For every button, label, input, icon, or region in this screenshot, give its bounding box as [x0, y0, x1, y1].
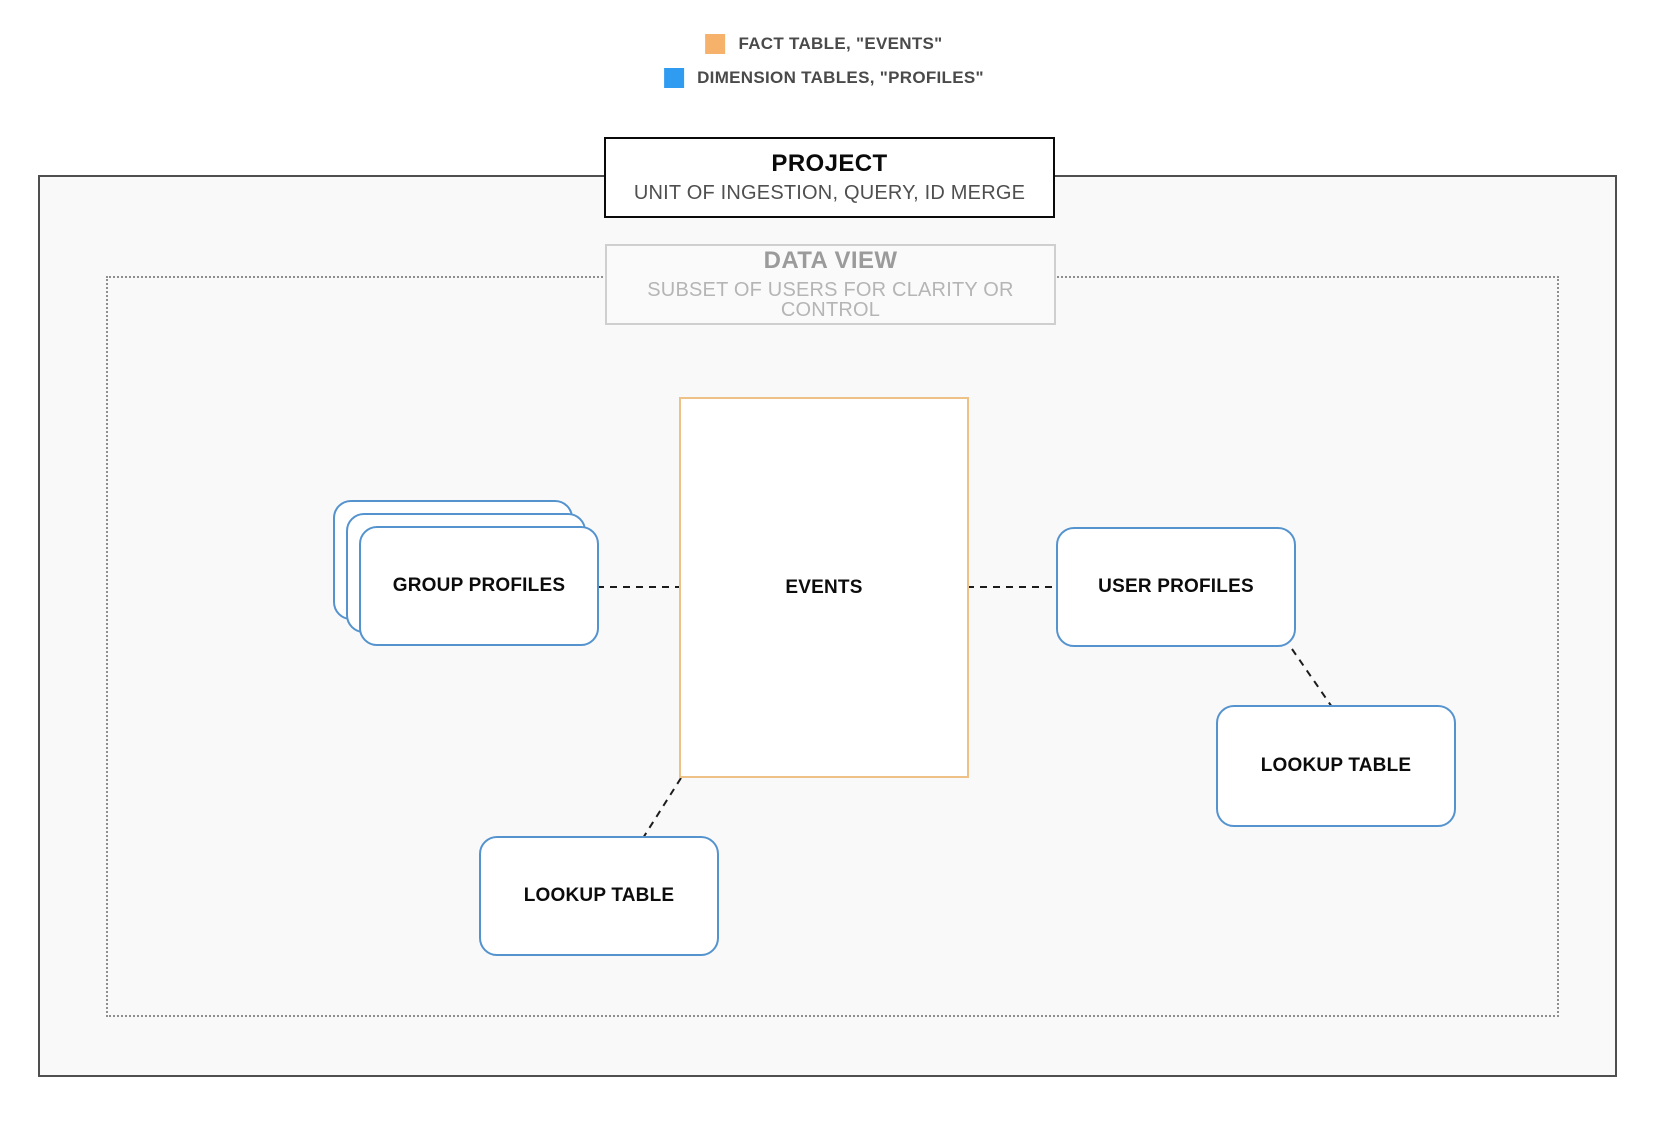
- lookup-table-right-node: LOOKUP TABLE: [1216, 705, 1456, 827]
- dimension-tables-swatch-icon: [664, 68, 685, 88]
- data-view-subtitle: SUBSET OF USERS FOR CLARITY OR CONTROL: [647, 279, 1014, 321]
- lookup-table-bottom-node: LOOKUP TABLE: [479, 836, 719, 956]
- project-title: PROJECT: [771, 150, 888, 177]
- user-profiles-node: USER PROFILES: [1056, 527, 1296, 647]
- lookup-table-right-node-label: LOOKUP TABLE: [1260, 755, 1412, 776]
- lookup-table-bottom-node-label: LOOKUP TABLE: [523, 885, 675, 906]
- legend: FACT TABLE, "EVENTS" DIMENSION TABLES, "…: [664, 34, 984, 88]
- fact-table-swatch-icon: [705, 34, 726, 54]
- events-node: EVENTS: [679, 397, 969, 778]
- group-profiles-node-label: GROUP PROFILES: [392, 575, 566, 596]
- legend-item-fact-table: FACT TABLE, "EVENTS": [705, 34, 942, 54]
- data-view-title: DATA VIEW: [763, 247, 898, 274]
- connector-events-lookup-table: [642, 777, 682, 839]
- project-subtitle: UNIT OF INGESTION, QUERY, ID MERGE: [633, 182, 1026, 204]
- project-label-box: PROJECT UNIT OF INGESTION, QUERY, ID MER…: [604, 137, 1055, 218]
- connector-user-profiles-lookup-table: [1291, 648, 1333, 708]
- legend-item-dimension-tables: DIMENSION TABLES, "PROFILES": [664, 68, 984, 88]
- events-node-label: EVENTS: [785, 576, 863, 598]
- legend-label-dimension-tables: DIMENSION TABLES, "PROFILES": [697, 68, 984, 87]
- legend-label-fact-table: FACT TABLE, "EVENTS": [738, 34, 943, 53]
- data-view-label-box: DATA VIEW SUBSET OF USERS FOR CLARITY OR…: [605, 244, 1056, 325]
- group-profiles-node: GROUP PROFILES: [359, 526, 599, 646]
- user-profiles-node-label: USER PROFILES: [1098, 576, 1254, 597]
